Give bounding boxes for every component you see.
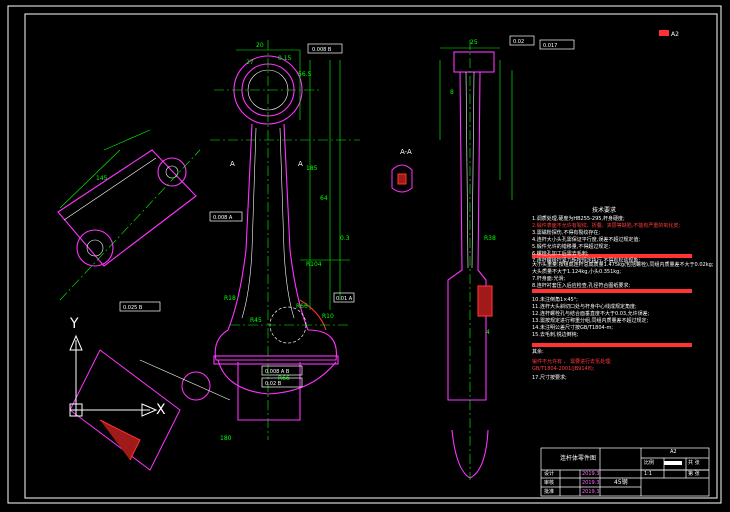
note-line: 锻件不允许有 ， 需要进行去氢处理; [532,359,612,365]
section-mark-right: A [298,160,303,168]
row-design: 设计 [544,471,555,477]
dim-56-5: 56.5 [298,71,312,78]
dim-64: 64 [320,195,328,202]
page-label: 第 张 [688,471,700,477]
tolerance-frames [119,35,575,388]
dim-20: 20 [256,42,264,49]
note-line: 4.连杆大小头孔需保证平行度,误差不超过规定值; [532,237,641,243]
section-mark-left: A [230,160,235,168]
conrod-lower-rotated-view[interactable] [69,349,231,471]
sheet-size: A2 [670,449,677,455]
dim-25: 25 [470,39,478,46]
dim-r45: R45 [250,317,262,324]
note-line: 13.需按规定进行称重分组,同组内质量差不超过规定; [532,318,649,324]
note-line: 8.连杆衬套压入后应检查,孔径符合图纸要求; [532,283,631,289]
title-block-scale-fill [664,461,682,465]
dim-0-3: 0.3 [340,235,350,242]
tol-2: 0.008 A [213,215,233,221]
tol-7: 0.017 [543,43,557,49]
material: 45钢 [614,479,628,486]
row-approve: 批准 [544,489,555,495]
note-line: 15.去毛刺,锐边倒钝; [532,332,579,338]
title-block[interactable] [540,447,710,497]
tol-3: 0.025 B [123,305,143,311]
notes-red-bars [532,254,692,347]
note-line: 17.尺寸按要求; [532,375,567,381]
dim-r66: R66 [296,303,308,310]
dimension-lines [59,47,513,310]
section-a-a-label: A-A [400,148,412,156]
note-line: 1.调质处理,硬度为HB255-295,杆身硬度; [532,216,625,222]
tol-6: 0.02 B [265,381,282,387]
dim-r38: R38 [484,235,496,242]
ucs-y-label: Y [69,316,79,332]
dim-texts: 20 56.5 27 185 64 0.15 0.3 R104 R66 R10 … [96,39,496,442]
top-right-marker [659,30,669,36]
ucs-x-label: X [156,402,166,418]
note-line: 3.需磁粉探伤,不得有裂纹存在; [532,230,601,236]
note-line: 5.锻件允许的错移量,不得超过规定; [532,244,611,250]
drawing-title: 连杆体零件图 [560,455,597,462]
section-labels: A A A-A [230,148,412,168]
note-line: 7.连杆螺栓拧紧力矩按规定执行,不得有松动现象; [532,258,641,264]
dim-145: 145 [96,175,108,182]
tol-8: 0.02 [513,39,524,45]
dim-4: 4 [486,329,490,336]
note-line: 14.未注明公差尺寸按GB/T1804-m; [532,325,614,331]
dim-r66-lower: R66 [278,375,290,382]
centerlines-front [210,40,360,440]
dim-180: 180 [220,435,232,442]
dim-r104: R104 [306,261,322,268]
tol-5: 0.008 A B [265,369,290,375]
dim-0-15: 0.15 [278,55,292,62]
note-line: 其余: [532,349,544,355]
date-3: 2019.3 [582,489,600,495]
top-right-mark: A2 [671,31,679,38]
note-line: 2.锻件表面不允许有裂纹、折叠、夹层等缺陷,不能有严重的氧化皮; [532,223,681,229]
tolerance-texts: 0.008 B 0.008 A 0.025 B 0.01 A 0.008 A B… [123,39,557,387]
tol-4: 0.01 A [336,296,353,302]
note-line: 大头质量不大于1.124kg,小头0.351kg; [532,269,622,275]
note-line: 12.连杆螺栓孔与结合面垂直度不大于0.03,允许误差; [532,311,650,317]
note-line: 11.连杆大头斜切口处与杆身中心线成规定角度; [532,304,637,310]
note-line: GB/T1804-2001(JB9148); [532,366,595,372]
conrod-front-view[interactable] [213,55,339,421]
date-1: 2019.3 [582,471,600,477]
scale-label: 比例 [644,460,655,466]
conrod-side-view[interactable] [447,51,495,479]
ucs-icon [69,334,158,417]
note-line: 6.螺栓孔加工后需去毛刺; [532,251,589,257]
outer-border [7,5,722,504]
dim-8: 8 [450,89,454,96]
qty-label: 共 张 [688,460,700,466]
note-line: 7.杆身面:光滑; [532,276,566,282]
tol-1: 0.008 B [312,47,332,53]
note-line: 大小头重量:按组成连杆总成质量1.475kg(包括螺栓),同组内质量差不大于0.… [532,262,714,268]
section-a-a[interactable] [391,164,413,193]
dim-27: 27 [246,59,254,66]
rotated-centerline [59,149,201,301]
note-line: 10.未注倒角1×45°; [532,297,578,303]
dim-r18: R18 [224,295,236,302]
date-2: 2019.3 [582,480,600,486]
dim-185: 185 [306,165,318,172]
notes-title: 技术要求 [592,207,617,214]
conrod-rotated-view[interactable] [57,149,197,267]
row-review: 审核 [544,480,555,486]
scale-value: 1:1 [644,471,653,477]
inner-border [24,13,718,499]
dim-r10: R10 [322,313,334,320]
